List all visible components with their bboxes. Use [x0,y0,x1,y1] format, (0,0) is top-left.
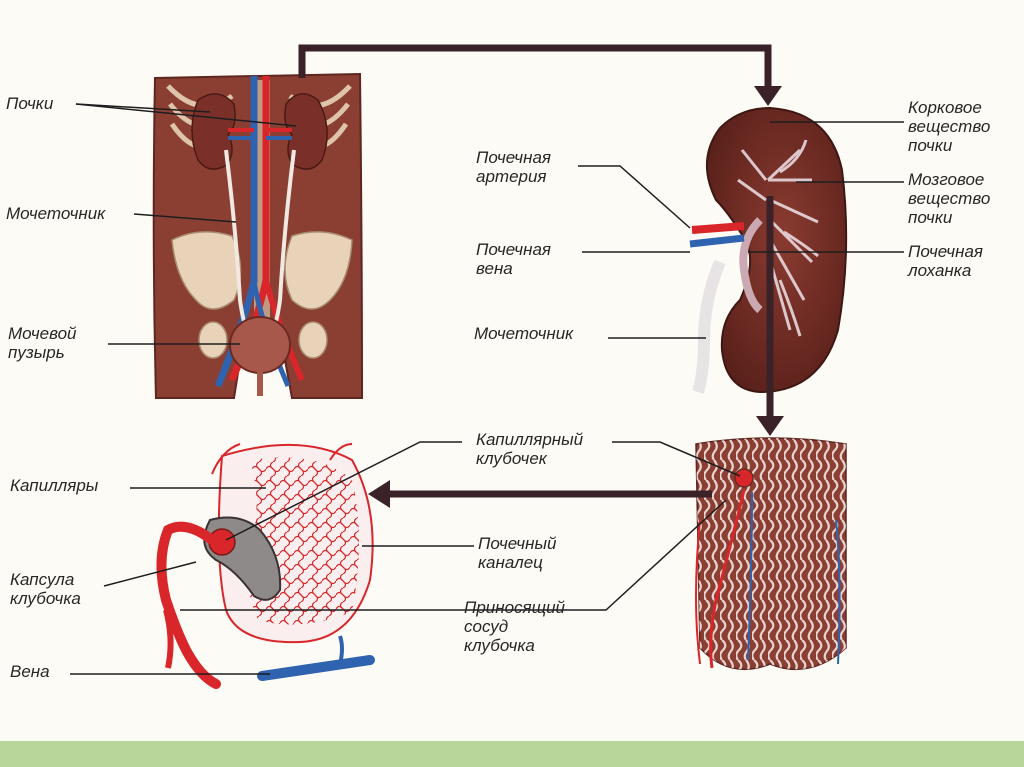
renal-vein [689,234,745,248]
vein-vessel [257,655,375,681]
tissue-block [695,437,847,671]
kidney-ureter [692,259,726,394]
label-bladder: Мочевой пузырь [8,324,77,362]
flow-arrows [298,44,784,508]
leader-lines [70,103,904,675]
renal-artery [691,222,745,234]
footer-bar [0,741,1024,767]
label-renal-tubule: Почечный каналец [478,534,557,572]
label-afferent-vessel: Приносящий сосуд клубочка [464,598,565,655]
pelvis-bones [171,231,353,359]
label-capsule: Капсула клубочка [10,570,81,608]
kidney-section [689,106,848,394]
torso-illustration [152,72,364,399]
label-kidneys: Почки [6,94,54,113]
bladder [229,316,291,374]
label-vein: Вена [10,662,50,681]
label-capillaries: Капилляры [10,476,99,495]
label-ureter-kidney: Мочеточник [474,324,574,343]
label-capillary-glomerulus: Капиллярный клубочек [476,430,584,468]
arrow-torso-to-kidney [298,44,772,96]
medulla-rays [737,139,819,337]
tissue-glomerulus [734,468,754,488]
label-renal-vein: Почечная вена [476,240,551,278]
label-ureter-body: Мочеточник [6,204,106,223]
label-pelvis: Почечная лоханка [908,242,983,280]
renal-pelvis [739,217,763,314]
label-cortex: Корковое вещество почки [908,98,991,155]
afferent-vessel [156,521,221,689]
nephron-detail [156,443,375,689]
label-renal-artery: Почечная артерия [476,148,551,186]
label-medulla: Мозговое вещество почки [908,170,991,227]
